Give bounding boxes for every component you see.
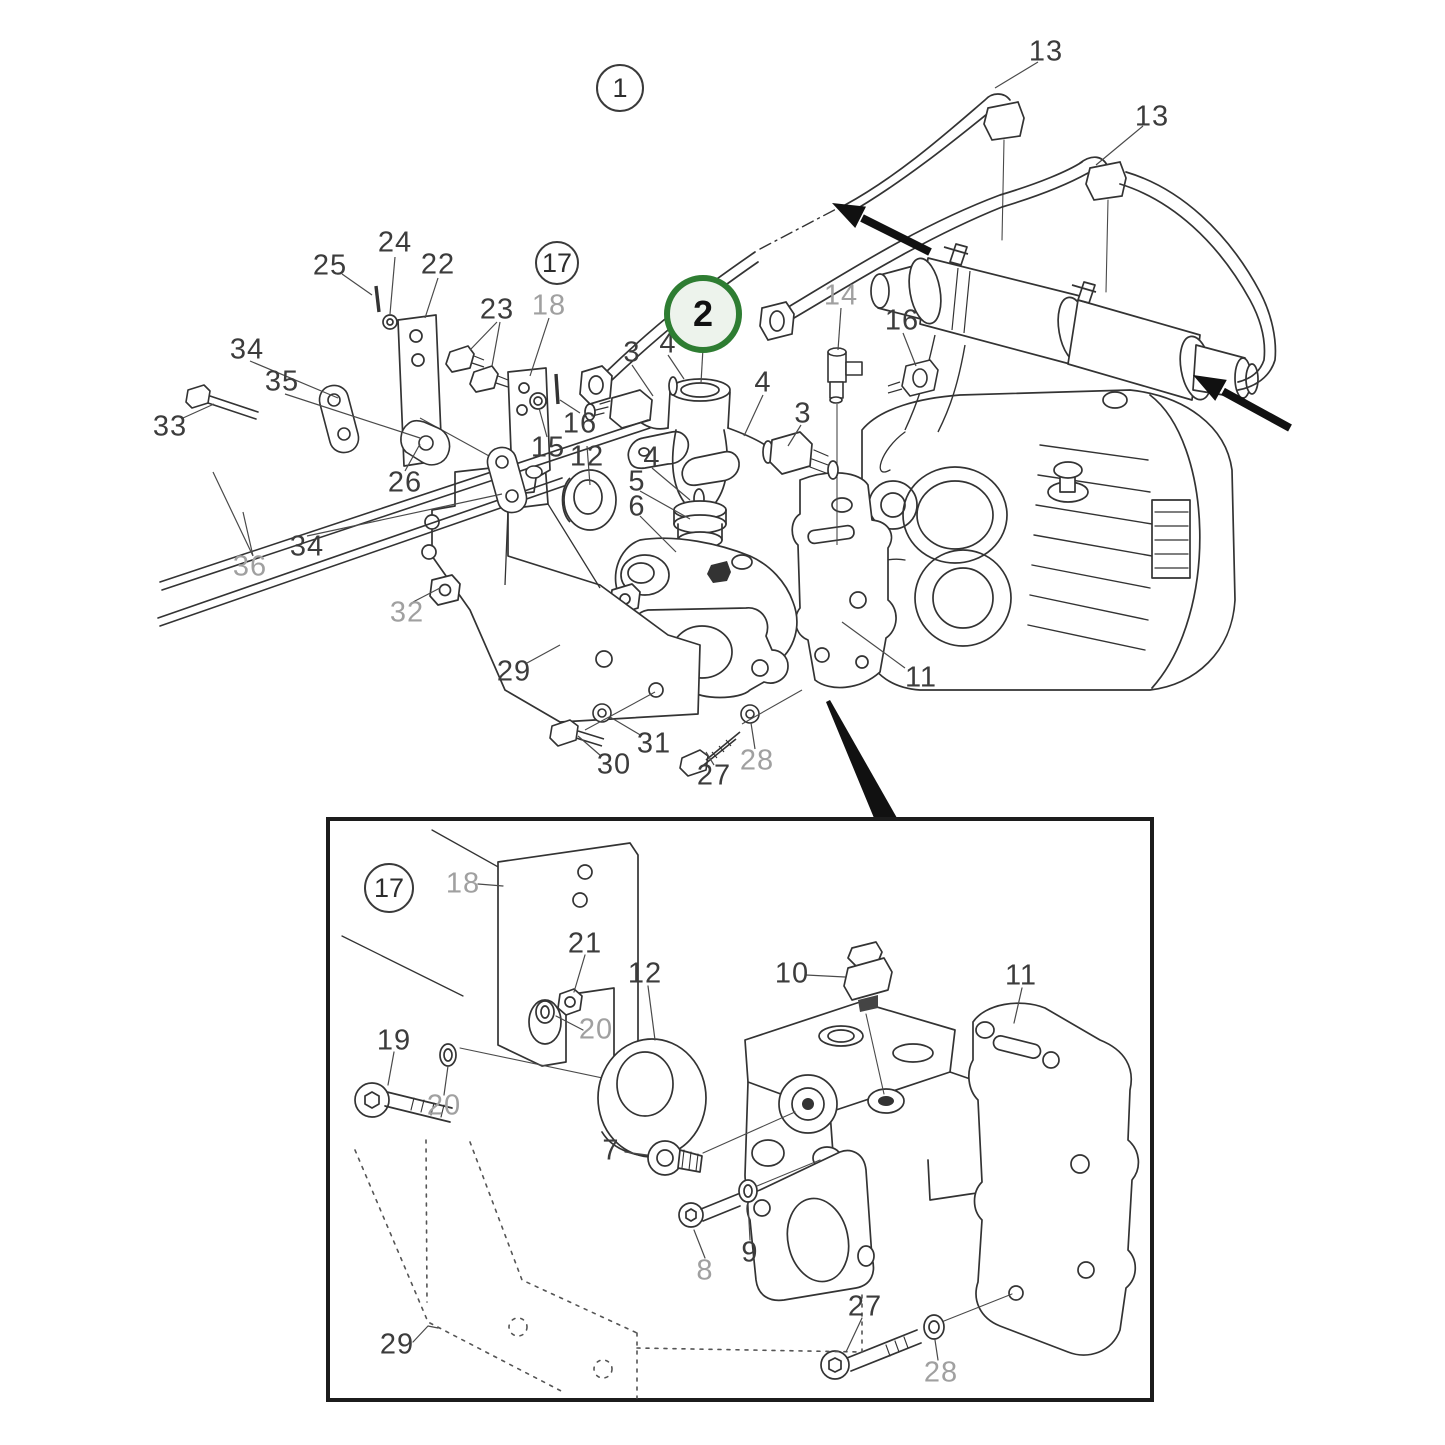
hoses-13 [579, 93, 1277, 405]
fasteners-27-28-inset [820, 1293, 1013, 1380]
inset-content [341, 829, 1140, 1399]
leader-lines-upper [182, 61, 1144, 766]
leader-lines-inset [387, 883, 1023, 1361]
direction-arrows [826, 203, 1292, 818]
gasket-11-inset [968, 1002, 1140, 1356]
bolts-upper [549, 689, 803, 777]
mounting-bracket-29 [421, 461, 701, 723]
dashed-bracket-29 [354, 1139, 863, 1399]
transmission-housing [861, 389, 1236, 691]
detail-wedge [826, 700, 897, 818]
arrow-right [1221, 387, 1292, 432]
seal-ring-12-upper [561, 469, 617, 531]
arrow-upper-left [860, 214, 932, 256]
sensor-10 [843, 941, 893, 1095]
fitting-14-and-16 [827, 347, 939, 545]
solenoid-assembly [870, 243, 1259, 433]
fasteners-7-8-9 [647, 1111, 821, 1228]
linkage-rods [157, 384, 651, 627]
brackets-22-18 [374, 285, 560, 495]
control-valve-part2 [584, 376, 839, 585]
